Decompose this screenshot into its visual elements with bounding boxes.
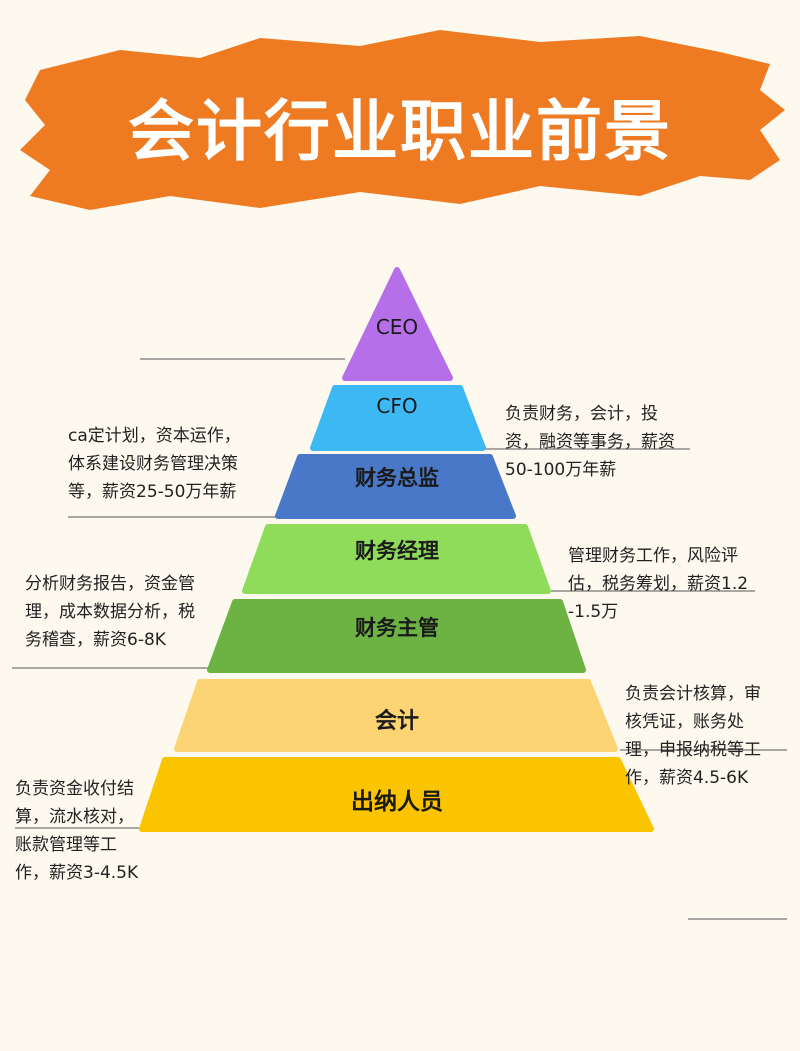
level-ceo-label: CEO <box>375 315 419 339</box>
level-cashier-shape <box>139 757 654 832</box>
level-accountant-label: 会计 <box>374 709 419 734</box>
note-cashier: 负责资金收付结 算，流水核对， 账款管理等工 作，薪资3-4.5K <box>15 779 139 883</box>
level-cashier-label: 出纳人员 <box>351 789 443 815</box>
note-director: ca定计划，资本运作， 体系建设财务管理决策 等，薪资25-50万年薪 <box>68 426 241 502</box>
level-supervisor-shape <box>207 599 586 673</box>
note-supervisor: 分析财务报告，资金管 理，成本数据分析，税 务稽查，薪资6-8K <box>25 574 195 650</box>
level-supervisor-label: 财务主管 <box>355 616 439 640</box>
level-ceo-shape <box>342 267 453 381</box>
page-title: 会计行业职业前景 <box>128 93 672 170</box>
level-director-label: 财务总监 <box>355 466 439 490</box>
level-director-shape <box>275 454 516 519</box>
level-manager-shape <box>242 524 551 594</box>
level-accountant-shape <box>174 679 618 752</box>
level-cfo-shape <box>310 385 486 451</box>
level-cfo-label: CFO <box>376 394 418 418</box>
note-accountant: 负责会计核算，审 核凭证，账务处 理，申报纳税等工 作，薪资4.5-6K <box>625 684 761 788</box>
title-banner-brush <box>20 30 785 210</box>
level-manager-label: 财务经理 <box>355 539 439 563</box>
note-manager: 管理财务工作，风险评 估，税务筹划，薪资1.2 -1.5万 <box>568 546 749 622</box>
note-cfo: 负责财务，会计，投 资，融资等事务，薪资 50-100万年薪 <box>505 404 675 480</box>
